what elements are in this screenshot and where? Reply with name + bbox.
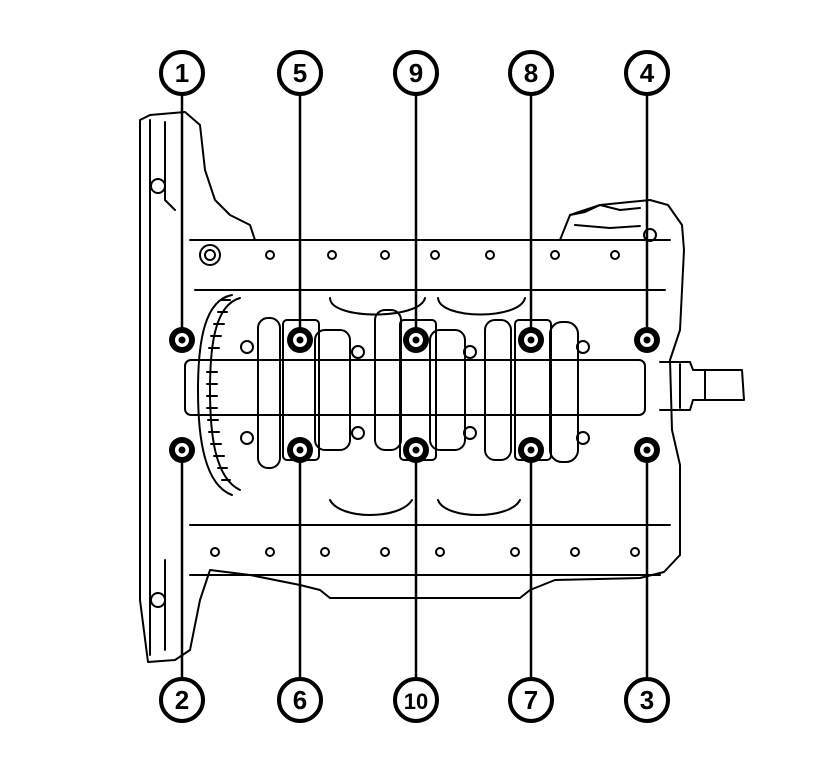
crankshaft-snout	[659, 361, 745, 411]
callout-9: 9	[393, 50, 439, 96]
callout-label: 10	[404, 689, 428, 714]
bolt-head	[169, 327, 195, 353]
callout-label: 9	[409, 58, 423, 88]
main-cap-bolts	[169, 327, 660, 463]
callout-label: 5	[293, 58, 307, 88]
oil-passage	[204, 249, 216, 261]
rail-holes	[210, 250, 640, 557]
callout-7: 7	[508, 677, 554, 723]
callout-circle	[277, 677, 323, 723]
callout-1: 1	[159, 50, 205, 96]
flange-bolt-hole	[150, 592, 166, 608]
leader-lines	[180, 92, 649, 682]
bolt-head	[403, 327, 429, 353]
lower-rail	[189, 524, 671, 576]
bolt-head	[169, 437, 195, 463]
right-bracket	[569, 204, 641, 229]
callout-circle	[393, 50, 439, 96]
callout-label: 1	[175, 58, 189, 88]
bolt-head	[634, 437, 660, 463]
bolt-head	[287, 327, 313, 353]
callout-circle	[624, 677, 670, 723]
callout-circle	[159, 50, 205, 96]
callout-label: 6	[293, 685, 307, 715]
crankshaft-body	[184, 359, 646, 416]
callout-circle	[277, 50, 323, 96]
callout-label: 8	[524, 58, 538, 88]
callout-5: 5	[277, 50, 323, 96]
engine-block-outline	[139, 111, 685, 663]
callout-label: 3	[640, 685, 654, 715]
callout-label: 2	[175, 685, 189, 715]
callout-10: 10	[393, 677, 439, 723]
reluctor-ring	[197, 294, 241, 496]
callout-group: 1 5 9 8 4 2 6 10 7 3	[159, 50, 670, 723]
flange-left	[149, 119, 176, 656]
callout-label: 4	[640, 58, 655, 88]
bolt-head	[518, 437, 544, 463]
upper-rail	[189, 239, 671, 291]
oil-passage	[199, 244, 221, 266]
callout-circle	[159, 677, 205, 723]
callout-circle	[508, 677, 554, 723]
bearing-caps	[282, 297, 552, 516]
bolt-head	[287, 437, 313, 463]
bolt-head	[403, 437, 429, 463]
flange-bolt-hole	[150, 178, 166, 194]
callout-4: 4	[624, 50, 670, 96]
crankshaft-snout-step	[679, 363, 706, 409]
callout-label: 7	[524, 685, 538, 715]
callout-2: 2	[159, 677, 205, 723]
callout-circle	[624, 50, 670, 96]
callout-circle	[393, 677, 439, 723]
bracket-hole	[643, 228, 657, 242]
callout-3: 3	[624, 677, 670, 723]
bolt-head	[634, 327, 660, 353]
callout-8: 8	[508, 50, 554, 96]
callout-circle	[508, 50, 554, 96]
callout-6: 6	[277, 677, 323, 723]
rod-bolts	[240, 340, 590, 445]
bolt-head	[518, 327, 544, 353]
